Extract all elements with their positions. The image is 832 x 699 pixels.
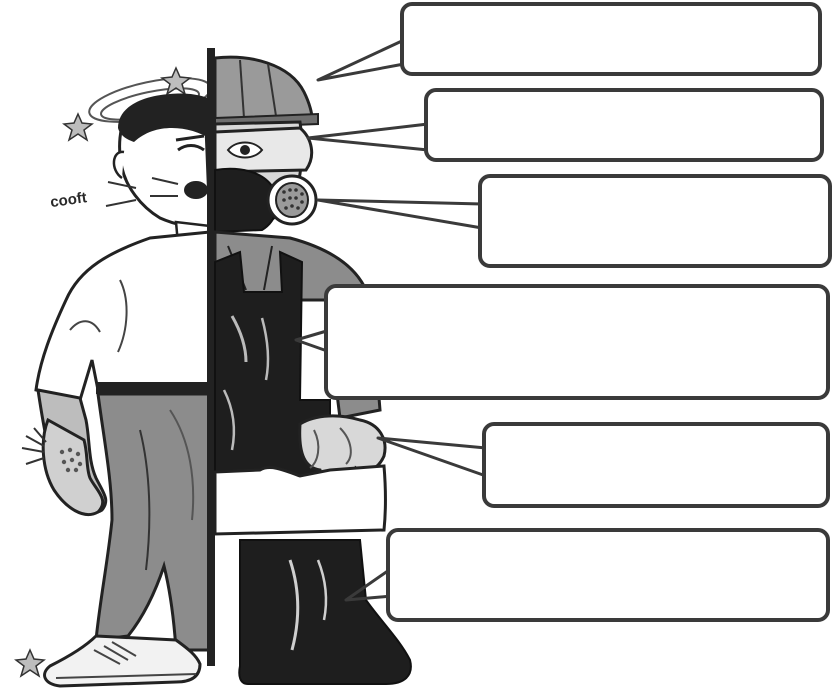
trousers	[96, 394, 210, 650]
respirator-filter	[268, 176, 316, 224]
callout-boots	[346, 530, 828, 620]
star-icon	[16, 650, 44, 676]
unprotected-worker: cooft	[16, 68, 214, 686]
pain-burst-icon	[22, 428, 46, 464]
white-trousers	[215, 466, 386, 534]
coughing-mouth	[184, 181, 208, 199]
callout-overalls	[296, 286, 828, 398]
callout-helmet	[318, 4, 820, 80]
star-icon	[64, 114, 92, 140]
hard-hat	[215, 57, 312, 122]
t-shirt	[36, 232, 210, 400]
callout-respirator	[318, 176, 830, 266]
belt	[96, 382, 210, 394]
callout-gloves	[378, 424, 828, 506]
callout-goggles	[308, 90, 822, 160]
cough-label: cooft	[49, 189, 88, 211]
